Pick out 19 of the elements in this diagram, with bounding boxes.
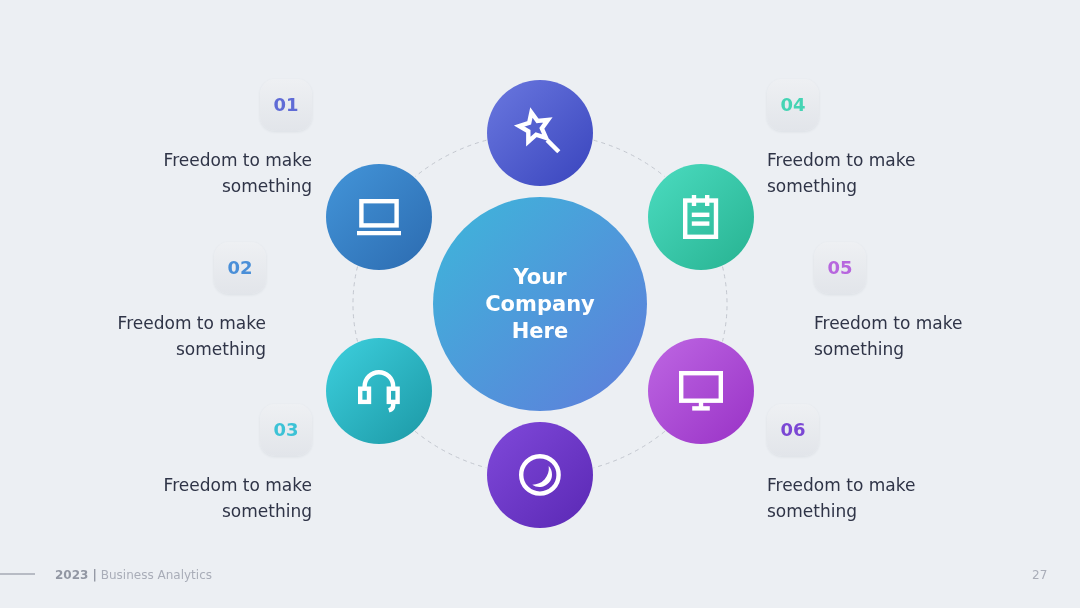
- connector-arc: [352, 266, 358, 342]
- connector-arc: [414, 139, 487, 178]
- number-badge: 05: [814, 242, 866, 294]
- item-description: Freedom to make something: [767, 149, 917, 198]
- number-badge: 02: [214, 242, 266, 294]
- item-description: Freedom to make something: [116, 312, 266, 361]
- connector-arc: [593, 139, 666, 178]
- item-description: Freedom to make something: [162, 149, 312, 198]
- footer-text: 2023 | Business Analytics: [55, 567, 212, 583]
- page-number: 27: [1032, 567, 1048, 583]
- connector-arc: [722, 266, 728, 342]
- number-badge: 04: [767, 79, 819, 131]
- item-description: Freedom to make something: [767, 474, 917, 523]
- hub-label: Your Company Here: [484, 263, 596, 345]
- item-description: Freedom to make something: [814, 312, 964, 361]
- number-badge: 01: [260, 79, 312, 131]
- number-badge: 03: [260, 404, 312, 456]
- item-description: Freedom to make something: [162, 474, 312, 523]
- number-badge: 06: [767, 404, 819, 456]
